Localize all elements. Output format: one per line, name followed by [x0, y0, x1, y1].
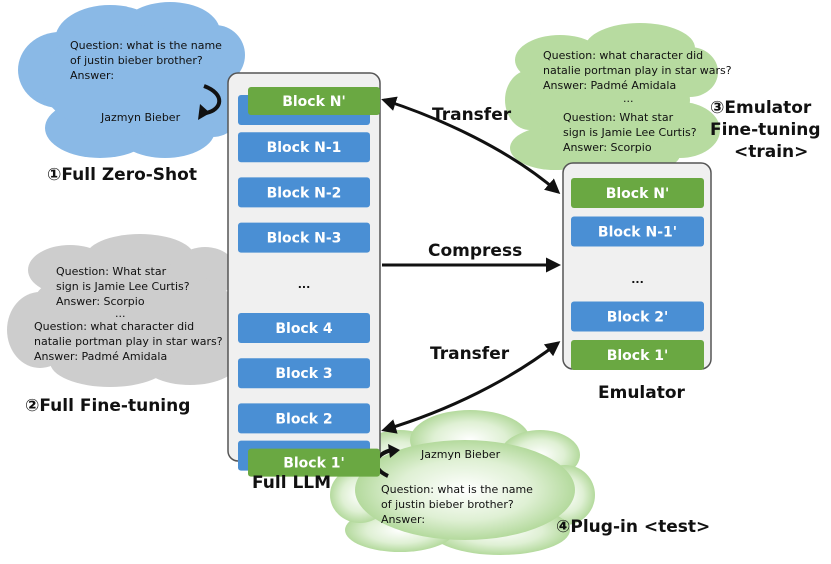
emulator-block-label: Block 2'	[607, 310, 669, 326]
full-llm-panel	[227, 72, 381, 462]
full-llm-block-label: Block N-1	[267, 140, 342, 156]
full-llm-block-label: Block 1'	[283, 456, 345, 472]
plugin-line-3: Answer:	[381, 513, 425, 526]
fine-tuning-line-1: Question: What star	[56, 265, 167, 278]
emulator-block-label: Block N'	[606, 186, 670, 202]
emulator-label: Emulator	[598, 383, 686, 403]
plugin-cloud: Jazmyn Bieber Question: what is the name…	[330, 410, 595, 555]
full-llm-block-label: Block 3	[275, 366, 332, 382]
full-llm-block-label: Block 4	[275, 321, 333, 337]
curved-arrow-head-icon	[198, 104, 210, 120]
full-llm-ellipsis: ...	[298, 278, 311, 291]
emulator-block-label: Block N-1'	[598, 225, 677, 241]
emulator-cloud-line-5: Question: What star	[563, 111, 674, 124]
zero-shot-label: ①Full Zero-Shot	[47, 165, 197, 185]
compress-label: Compress	[428, 241, 522, 261]
fine-tuning-label: ②Full Fine-tuning	[25, 396, 190, 416]
emulator-ellipsis: ...	[631, 273, 644, 286]
emulator-block-label: Block 1'	[607, 348, 669, 364]
zero-shot-line-1: Question: what is the name	[70, 39, 222, 52]
full-llm-block-block-2	[238, 403, 370, 434]
fine-tuning-cloud: Question: What star sign is Jamie Lee Cu…	[7, 234, 245, 387]
fine-tuning-line-5: Question: what character did	[34, 320, 194, 333]
zero-shot-line-3: Answer:	[70, 69, 114, 82]
full-llm-block-label: Block 2	[275, 411, 332, 427]
transfer-top-arrow	[381, 96, 561, 194]
full-llm-label: Full LLM	[252, 473, 331, 493]
emulator-cloud-line-2: natalie portman play in star wars?	[543, 64, 732, 77]
plugin-line-2: of justin bieber brother?	[381, 498, 514, 511]
fine-tuning-line-3: Answer: Scorpio	[56, 295, 145, 308]
fine-tuning-line-4: ...	[115, 307, 126, 320]
emulator-finetune-label-line-1: ③Emulator	[710, 98, 812, 118]
emulator-block-block-2-prime	[571, 301, 704, 332]
zero-shot-cloud: Question: what is the name of justin bie…	[18, 2, 245, 158]
full-llm-block-block-1-prime	[248, 448, 380, 477]
emulator-finetune-label-line-3: <train>	[734, 142, 808, 162]
transfer-bottom-arrow	[381, 341, 561, 434]
emulator-cloud-line-4: ...	[623, 92, 634, 105]
curved-arrow-icon	[203, 84, 222, 115]
plugin-label: ④Plug-in <test>	[556, 517, 710, 537]
full-llm-block-block-n-1	[238, 132, 370, 163]
fine-tuning-line-2: sign is Jamie Lee Curtis?	[56, 280, 190, 293]
emulator-finetune-cloud: Question: what character did natalie por…	[505, 23, 732, 175]
emulator-cloud-line-6: sign is Jamie Lee Curtis?	[563, 126, 697, 139]
fine-tuning-line-6: natalie portman play in star wars?	[34, 335, 223, 348]
plugin-answer: Jazmyn Bieber	[420, 448, 501, 461]
full-llm-block-block-n-prime	[248, 87, 380, 115]
transfer-bottom-label: Transfer	[430, 344, 510, 364]
full-llm-block-label: Block N'	[282, 94, 346, 110]
zero-shot-line-2: of justin bieber brother?	[70, 54, 203, 67]
emulator-finetune-label-line-2: Fine-tuning	[710, 120, 821, 140]
emulator-cloud-line-1: Question: what character did	[543, 49, 703, 62]
full-llm-block-block-n-3	[238, 222, 370, 253]
full-llm-block-label: Block N-3	[267, 231, 342, 247]
zero-shot-answer: Jazmyn Bieber	[100, 111, 181, 124]
fine-tuning-line-7: Answer: Padmé Amidala	[34, 350, 167, 363]
emulator-cloud-line-3: Answer: Padmé Amidala	[543, 79, 676, 92]
emulator-block-block-n-prime	[571, 178, 704, 208]
full-llm-block-label: Block N-2	[267, 185, 342, 201]
emulator-block-block-1-prime	[571, 340, 704, 370]
emulator-block-stack: Block N' Block N-1'... Block 2' Block 1'	[571, 178, 704, 370]
curved-arrow-head-icon	[388, 444, 400, 458]
emulator-cloud-line-7: Answer: Scorpio	[563, 141, 652, 154]
transfer-top-label: Transfer	[432, 105, 512, 125]
full-llm-block-block-3	[238, 358, 370, 389]
full-llm-block-block-4	[238, 313, 370, 343]
emulator-block-block-n-1-prime	[571, 216, 704, 247]
full-llm-block-block-n-2	[238, 177, 370, 208]
plugin-line-1: Question: what is the name	[381, 483, 533, 496]
